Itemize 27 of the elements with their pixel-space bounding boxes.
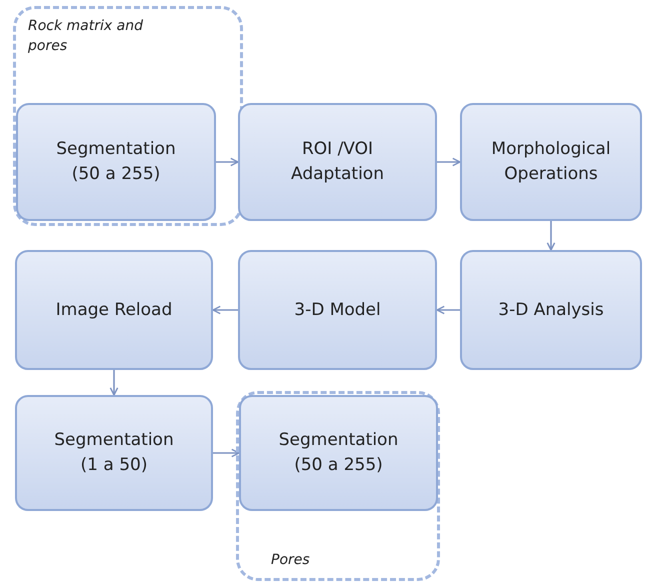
process-box: [16, 103, 216, 221]
process-label: 3-D Analysis: [497, 298, 605, 322]
process-box: [460, 250, 642, 370]
arrow: [436, 306, 460, 314]
arrow: [437, 158, 461, 166]
arrow: [213, 448, 240, 458]
arrow: [212, 306, 238, 314]
process-box: [15, 250, 213, 370]
dashed-group-region: [13, 6, 243, 226]
process-box: [238, 103, 437, 221]
arrow: [110, 370, 118, 396]
process-box: [238, 250, 437, 370]
process-box: [15, 395, 213, 511]
process-box: [239, 395, 438, 511]
process-label: Segmentation (50 a 255): [55, 138, 177, 186]
process-box: [460, 103, 642, 221]
process-label: Image Reload: [54, 298, 174, 322]
group-label: Rock matrix and pores: [28, 17, 144, 56]
process-label: 3-D Model: [293, 298, 382, 322]
arrow: [216, 158, 239, 166]
process-label: Segmentation (1 a 50): [53, 429, 175, 477]
process-label: ROI /VOI Adaptation: [290, 138, 385, 186]
group-label: Pores: [271, 551, 311, 570]
process-label: Morphological Operations: [490, 138, 612, 186]
dashed-group-region: [236, 391, 440, 581]
arrow: [546, 221, 556, 251]
process-label: Segmentation (50 a 255): [278, 429, 400, 477]
